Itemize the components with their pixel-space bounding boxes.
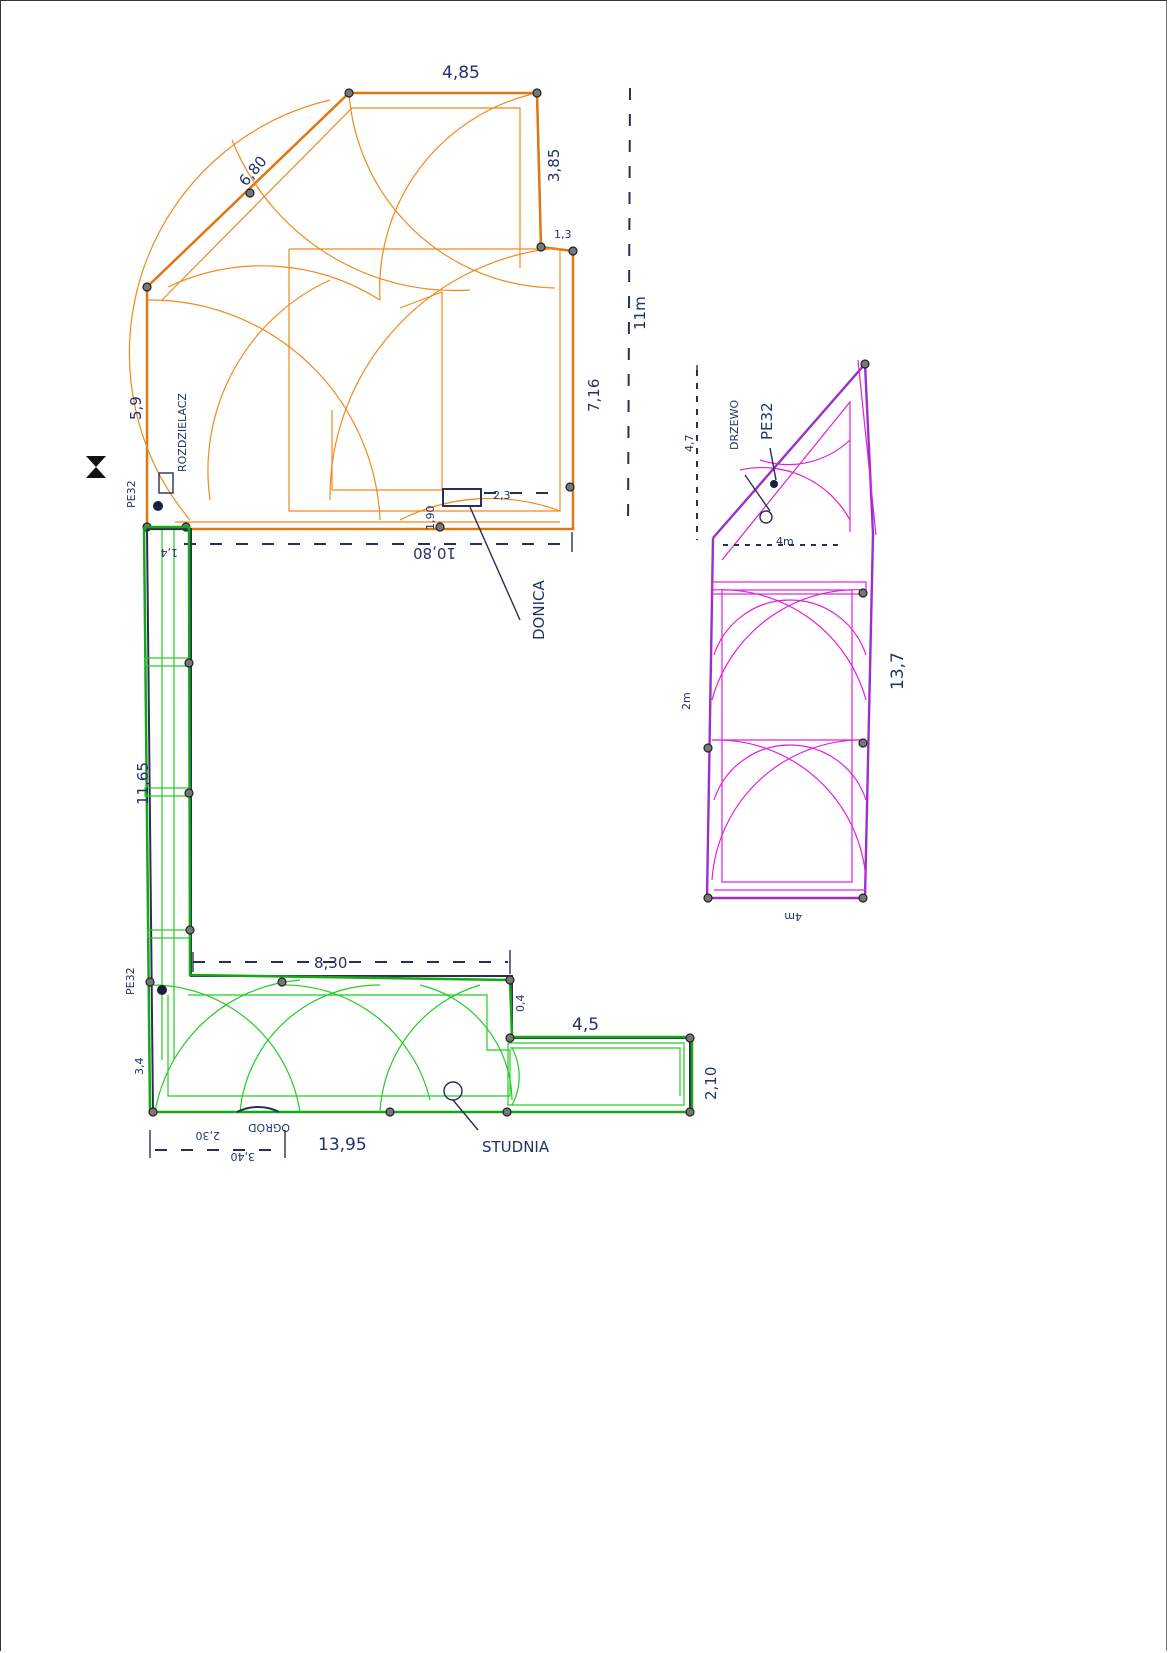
garden-arc [236,1106,280,1113]
label-garden: OGRÓD [248,1121,290,1134]
magenta-zone [703,359,877,903]
label-right-width-top: 4m [776,535,794,548]
hourglass-icon[interactable] [86,456,106,478]
label-left-small: 1,4 [161,546,179,559]
label-ext-height: 2,10 [702,1067,720,1100]
label-total-height: 11m [631,296,649,330]
label-bottom-run: 8,30 [314,954,347,972]
label-right-side-len: 13,7 [888,652,908,690]
label-right-width-bottom: 4m [784,910,802,923]
label-studnia: STUDNIA [482,1138,550,1156]
label-donica: DONICA [530,580,548,640]
green-zone [142,525,695,1131]
label-step-small: 0,4 [514,995,527,1013]
label-garden-b: 3,40 [231,1150,256,1163]
label-donica-small: 1,90 [424,506,437,531]
label-pe32-top: PE32 [125,480,138,508]
label-pe32-right: PE32 [758,402,776,440]
rozdzielacz-box [158,472,174,494]
drzewo-tree [759,510,773,524]
label-left-bottom: 3,4 [133,1058,146,1076]
label-right-upper: 3,85 [545,149,563,182]
label-right-inner: 2m [680,692,693,710]
magenta-zone-outline [705,360,875,900]
label-left-upper: 5,9 [127,396,145,420]
label-ext-width: 4,5 [572,1015,599,1035]
label-garden-a: 2,30 [196,1129,221,1142]
label-drzewo: DRZEWO [728,400,741,450]
label-donica-inner: 2,3 [493,489,511,502]
label-right-lower: 7,16 [585,379,603,412]
label-pe32-mid: PE32 [124,967,137,995]
label-right-top-dim: 4,7 [683,435,696,453]
label-bottom-width: 10,80 [413,544,456,562]
label-top-width: 4,85 [442,63,480,83]
label-bottom-total: 13,95 [318,1135,367,1155]
donica-box [442,488,482,507]
label-diagonal: 6,80 [235,152,270,189]
label-rozdzielacz: ROZDZIELACZ [176,393,189,472]
orange-zone [128,88,578,621]
label-strip-height: 11,65 [134,762,152,805]
label-notch: 1,3 [554,228,572,241]
